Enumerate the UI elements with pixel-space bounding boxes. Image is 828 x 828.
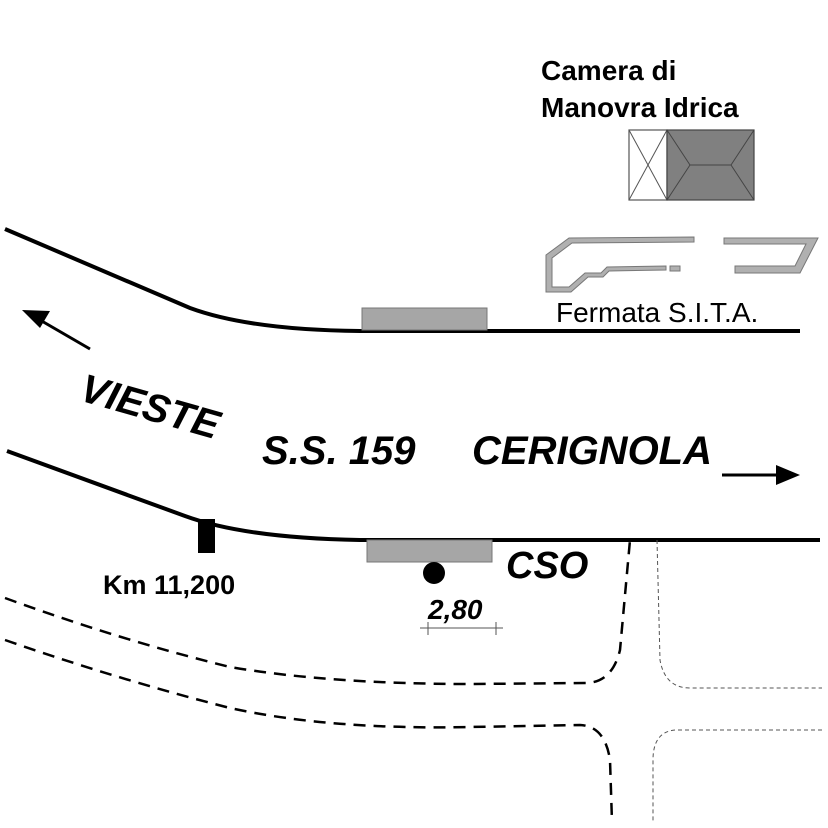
dimension-line — [420, 622, 503, 635]
km-marker — [198, 519, 215, 553]
bus-stop-lower — [366, 539, 493, 563]
cerignola-label: CERIGNOLA — [472, 429, 712, 473]
dashed-road-lines — [4, 539, 632, 823]
vieste-label: VIESTE — [76, 366, 226, 448]
camera-manovra-building — [628, 129, 755, 201]
dimension-label: 2,80 — [427, 594, 483, 625]
arrow-up-left-icon — [22, 310, 91, 351]
thin-dashed-lines — [652, 539, 822, 822]
km-label: Km 11,200 — [103, 570, 235, 600]
bus-shelter-outline — [545, 236, 819, 293]
cso-label: CSO — [506, 545, 588, 587]
camera-label-line1: Camera di — [541, 55, 676, 86]
road-edge-lower — [6, 449, 820, 542]
arrow-right-icon — [722, 465, 800, 485]
bus-stop-upper — [361, 307, 488, 331]
cso-point-marker — [423, 562, 445, 584]
fermata-label: Fermata S.I.T.A. — [556, 297, 758, 328]
road-name-label: S.S. 159 — [262, 429, 416, 473]
road-edge-upper — [4, 227, 800, 333]
camera-label-line2: Manovra Idrica — [541, 92, 739, 123]
